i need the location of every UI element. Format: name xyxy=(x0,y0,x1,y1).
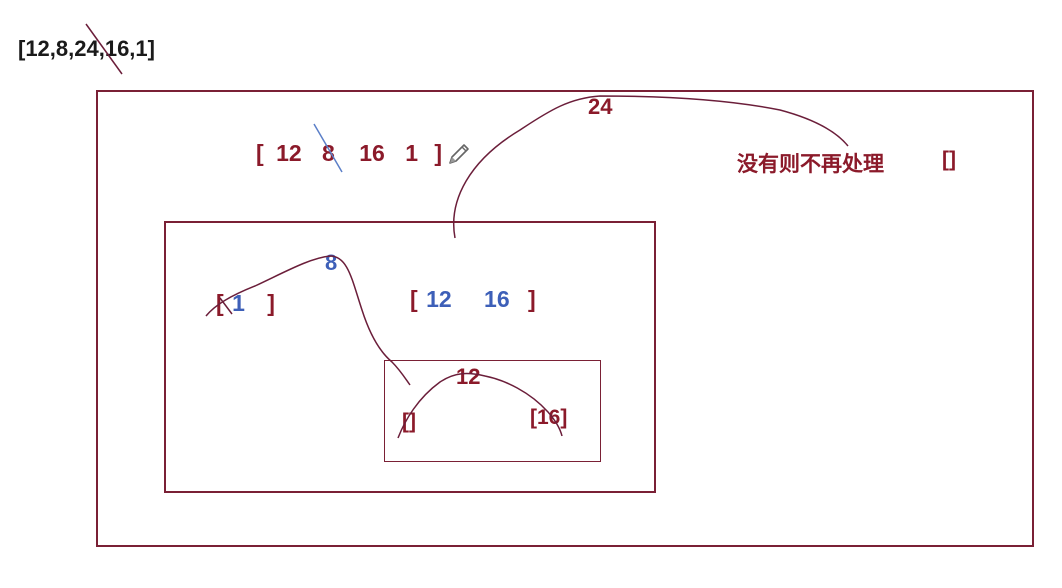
value: 8 xyxy=(322,140,335,166)
value: 16 xyxy=(359,140,385,166)
value: 12 xyxy=(276,140,302,166)
right-empty-result: [] xyxy=(942,148,956,171)
bracket-close: ] xyxy=(434,140,443,166)
value: 16 xyxy=(484,286,510,312)
inner-partition-box xyxy=(384,360,601,462)
bracket-open: [ xyxy=(410,286,418,312)
pencil-icon xyxy=(444,140,472,168)
bracket-close: ] xyxy=(528,286,536,312)
value: 1 xyxy=(405,140,419,166)
level3-right-array: [16] xyxy=(530,406,568,429)
pivot-12: 12 xyxy=(456,364,481,389)
right-note: 没有则不再处理 xyxy=(737,153,884,176)
level2-right-array: [ 12 16 ] xyxy=(410,286,536,313)
level1-left-array: [ 12 8 16 1 ] xyxy=(256,140,442,167)
bracket-close: ] xyxy=(267,290,275,316)
input-array: [12,8,24,16,1] xyxy=(18,36,155,61)
value: 1 xyxy=(232,290,245,316)
value: 12 xyxy=(426,286,452,312)
pivot-8: 8 xyxy=(325,250,338,275)
pivot-24: 24 xyxy=(588,94,613,119)
level3-left-empty: [] xyxy=(402,410,416,433)
middle-partition-box xyxy=(164,221,656,493)
bracket-open: [ xyxy=(256,140,264,166)
level2-left-array: [ 1 ] xyxy=(216,290,275,317)
bracket-open: [ xyxy=(216,290,224,316)
outer-partition-box xyxy=(96,90,1034,547)
